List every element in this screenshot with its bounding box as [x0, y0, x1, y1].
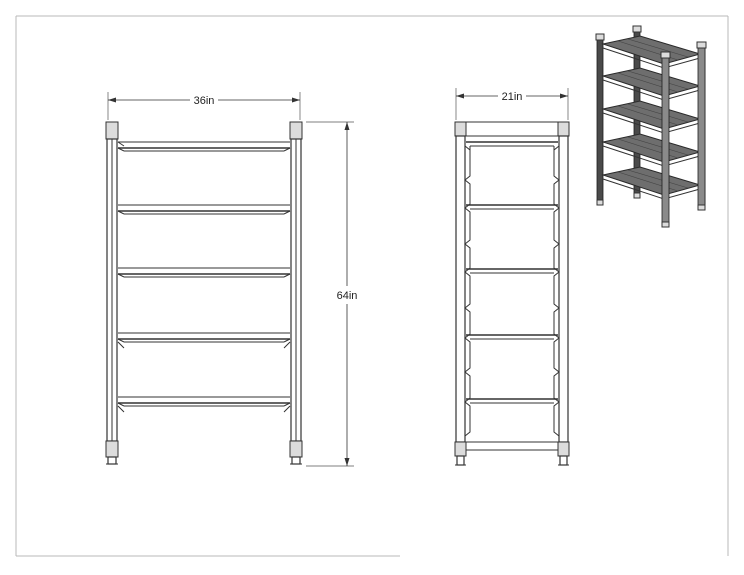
side-right-post	[557, 121, 570, 466]
side-shelf-4	[466, 334, 558, 340]
iso-cap	[595, 33, 605, 41]
front-shelf-2	[117, 204, 291, 215]
side-shelf-5	[466, 398, 558, 404]
iso-cap	[632, 25, 642, 33]
front-left-post	[105, 121, 119, 465]
iso-cap	[660, 51, 671, 59]
iso-front-left-post	[661, 55, 670, 227]
iso-shelves	[601, 35, 702, 200]
iso-foot	[661, 221, 670, 228]
side-elevation-view: 21in	[454, 88, 570, 466]
iso-shelf-1	[601, 35, 702, 65]
front-shelf-3	[117, 267, 291, 278]
side-top-rail	[466, 121, 558, 137]
iso-back-left-post	[596, 37, 604, 205]
iso-shelf-2	[601, 67, 702, 97]
iso-shelf-3	[601, 100, 702, 130]
iso-shelf-4	[601, 133, 702, 163]
iso-front-right-post	[697, 45, 706, 209]
width-dimension: 36in	[107, 92, 301, 120]
isometric-shelving-render	[595, 25, 707, 228]
side-shelf-3	[466, 268, 558, 274]
sheet-border	[15, 15, 729, 557]
side-shelf-2	[466, 204, 558, 210]
front-right-post	[289, 121, 303, 465]
height-dimension: 64in	[306, 121, 358, 467]
width-label: 36in	[194, 95, 215, 107]
iso-foot	[633, 192, 641, 199]
front-elevation-view: 36in 64in	[105, 92, 358, 467]
iso-shelf-5	[601, 166, 702, 196]
side-notched-uprights	[464, 145, 560, 437]
side-shelf-1	[466, 141, 558, 154]
depth-label: 21in	[502, 91, 523, 103]
side-bottom-rail	[466, 441, 558, 451]
front-shelf-5	[117, 396, 291, 413]
front-shelf-4	[117, 332, 291, 349]
front-shelf-1	[117, 141, 291, 152]
height-label: 64in	[337, 290, 358, 302]
iso-foot	[697, 204, 706, 211]
depth-dimension: 21in	[455, 88, 569, 120]
iso-foot	[596, 199, 604, 206]
side-left-post	[454, 121, 467, 466]
iso-cap	[696, 41, 707, 49]
